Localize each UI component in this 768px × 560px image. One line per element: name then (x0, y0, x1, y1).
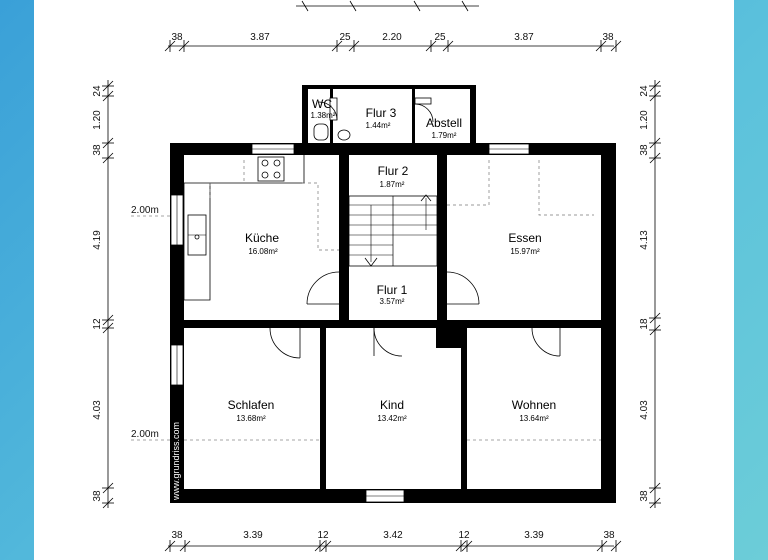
room-flur3-name: Flur 3 (366, 106, 397, 120)
room-abstell-name: Abstell (426, 116, 462, 130)
right-dim-7: 38 (639, 490, 650, 502)
bottom-dim-6: 3.39 (524, 530, 544, 541)
staircase (348, 194, 438, 267)
wc-fixtures (313, 97, 434, 141)
room-wohnen-name: Wohnen (512, 398, 556, 412)
top-dimension-chain: 38 3.87 25 2.20 25 3.87 38 (164, 32, 622, 52)
bottom-dim-3: 12 (317, 530, 329, 541)
bottom-dim-1: 38 (171, 530, 183, 541)
left-dim-1: 24 (92, 85, 103, 97)
room-wc-area: 1.38m² (311, 111, 336, 120)
bottom-dim-2: 3.39 (243, 530, 263, 541)
right-dim-6: 4.03 (639, 400, 650, 420)
windows (170, 143, 530, 503)
right-dimension-chain: 24 1.20 38 4.13 18 4.03 38 (639, 80, 661, 509)
left-dim-5: 12 (92, 318, 103, 330)
room-schlafen-area: 13.68m² (236, 414, 266, 423)
room-essen-name: Essen (508, 231, 541, 245)
right-dim-5: 18 (639, 318, 650, 330)
top-dim-1: 38 (171, 32, 183, 43)
room-wohnen-area: 13.64m² (519, 414, 549, 423)
room-schlafen-name: Schlafen (228, 398, 275, 412)
left-dim-6: 4.03 (92, 400, 103, 420)
right-dim-1: 24 (639, 85, 650, 97)
top-dim-6: 3.87 (514, 32, 534, 43)
room-labels: WC 1.38m² Flur 3 1.44m² Abstell 1.79m² F… (228, 97, 557, 423)
top-dim-5: 25 (434, 32, 446, 43)
floor-plan: 38 3.87 25 2.20 25 3.87 38 38 3.39 12 3.… (92, 0, 661, 552)
top-dim-7: 38 (602, 32, 614, 43)
left-dimension-chain: 24 1.20 38 4.19 12 4.03 38 (92, 80, 114, 509)
room-kind-area: 13.42m² (377, 414, 407, 423)
left-dim-7: 38 (92, 490, 103, 502)
bottom-dim-5: 12 (458, 530, 470, 541)
room-flur2-name: Flur 2 (378, 164, 409, 178)
floor-plan-sheet: 38 3.87 25 2.20 25 3.87 38 38 3.39 12 3.… (34, 0, 734, 560)
top-dim-2: 3.87 (250, 32, 270, 43)
room-abstell-area: 1.79m² (432, 131, 457, 140)
room-kind-name: Kind (380, 398, 404, 412)
left-dim-3: 38 (92, 144, 103, 156)
right-dim-2: 1.20 (639, 110, 650, 130)
room-flur3-area: 1.44m² (366, 121, 391, 130)
room-essen-area: 15.97m² (510, 247, 540, 256)
bottom-dim-7: 38 (603, 530, 615, 541)
room-flur1-name: Flur 1 (377, 283, 408, 297)
top-dim-3: 25 (339, 32, 351, 43)
bottom-dim-4: 3.42 (383, 530, 403, 541)
right-dim-3: 38 (639, 144, 650, 156)
watermark: www.grundriss.com (171, 422, 181, 501)
left-dim-4: 4.19 (92, 230, 103, 250)
bottom-dimension-chain: 38 3.39 12 3.42 12 3.39 38 (164, 530, 622, 552)
doors (269, 271, 561, 359)
left-dim-2: 1.20 (92, 110, 103, 130)
room-flur2-area: 1.87m² (380, 180, 405, 189)
kitchen-fixtures (183, 155, 339, 301)
room-wc-name: WC (312, 97, 332, 111)
room-flur1-area: 3.57m² (380, 297, 405, 306)
room-kueche-area: 16.08m² (248, 247, 278, 256)
essen-dashes (447, 160, 594, 216)
top-dim-4: 2.20 (382, 32, 402, 43)
marker-lower: 2.00m (131, 429, 159, 440)
right-dim-4: 4.13 (639, 230, 650, 250)
room-kueche-name: Küche (245, 231, 279, 245)
marker-upper: 2.00m (131, 205, 159, 216)
top-edge-dimension (296, 0, 479, 12)
